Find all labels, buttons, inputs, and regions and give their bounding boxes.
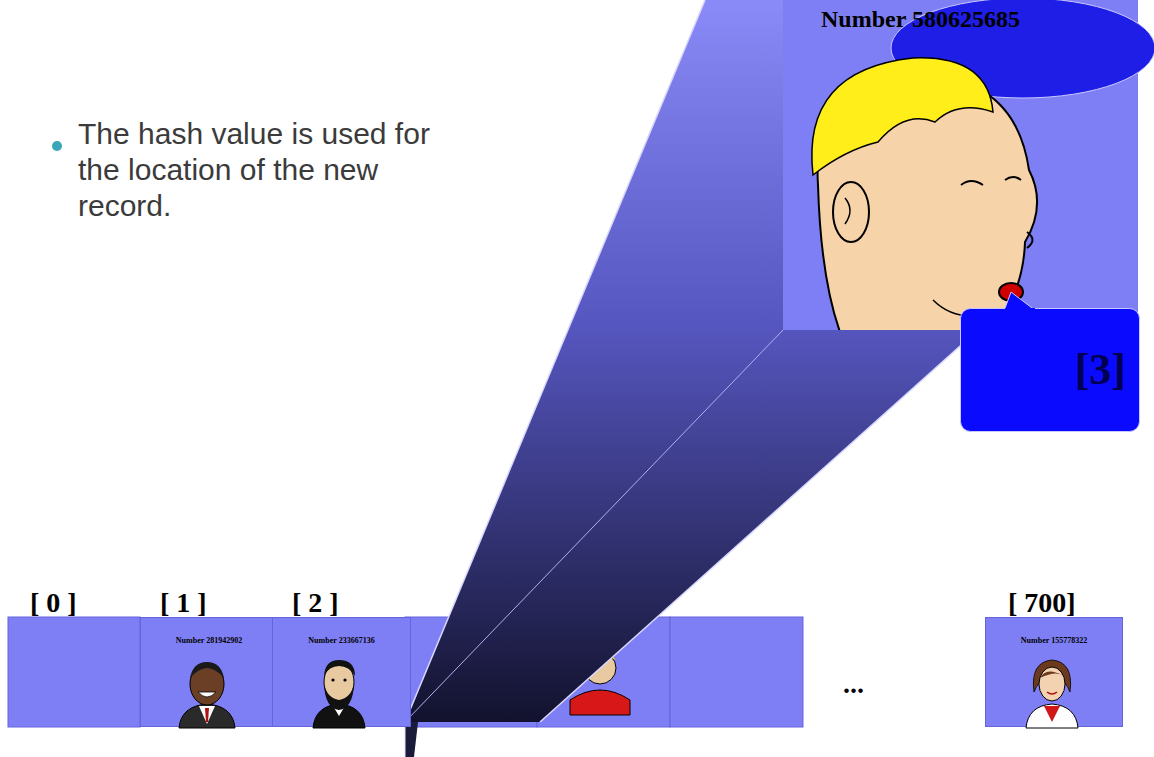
node-text: [3] [960,308,1148,395]
doctor-illustration [986,618,1118,728]
array-slot [8,617,140,727]
node-text: Number 281942902 [141,618,277,645]
ellipsis: ... [843,668,864,700]
baby-illustration [783,0,1130,330]
zoom-tip [405,722,418,757]
node-text: Number 155778322 [986,618,1122,645]
array-slot: Number 233667136 [272,617,411,727]
array-slot: Number 281942902 [140,617,278,727]
bullet-text: The hash value is used for the location … [78,116,468,224]
array-slot [670,617,803,727]
mlk-illustration [141,618,273,728]
speech-bubble: [3] [960,308,1148,432]
array-slot: Number 155778322 [985,617,1123,727]
bullet-dot [52,141,62,151]
node-text: Number 580625685 [783,0,1138,33]
array-index: [ 0 ] [30,587,77,619]
array-index: [ 1 ] [160,587,207,619]
node-text: Number 233667136 [273,618,410,645]
lincoln-illustration [273,618,406,728]
array-index: [ 700] [1008,587,1076,619]
zoom-edge [405,330,783,722]
zoom-edge [540,330,978,722]
zoom-edge [405,722,406,757]
zoom-panel: Number 580625685 [783,0,1138,330]
array-index: [ 2 ] [292,587,339,619]
